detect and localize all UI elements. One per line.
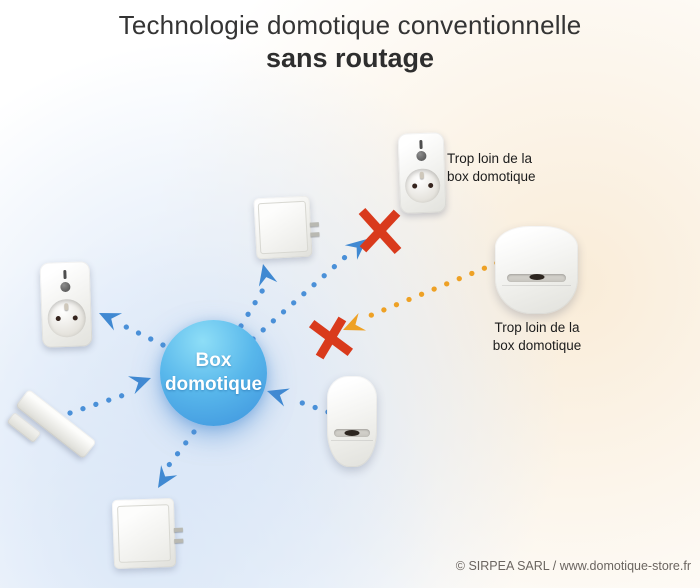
hub-label-line-2: domotique bbox=[164, 374, 263, 395]
link-hub-to-left-plug bbox=[99, 313, 166, 348]
sensor-seam bbox=[331, 439, 373, 441]
socket-hole-icon bbox=[427, 182, 433, 189]
power-indicator-icon bbox=[63, 269, 67, 279]
motion-sensor-icon bbox=[495, 226, 578, 314]
arrow-icon bbox=[343, 313, 367, 331]
blocked-cross-icon bbox=[358, 207, 402, 255]
link-door-sensor-to-hub bbox=[67, 376, 151, 416]
socket-icon bbox=[404, 167, 441, 204]
switch-plate-icon bbox=[116, 503, 172, 564]
device-door-window-sensor bbox=[0, 380, 110, 470]
blocked-cross-icon bbox=[308, 316, 354, 360]
device-upper-wall-switch bbox=[253, 195, 320, 260]
wall-switch-icon bbox=[111, 497, 184, 570]
socket-hole-icon bbox=[55, 315, 61, 321]
smart-plug-icon bbox=[39, 261, 93, 348]
motion-sensor-icon bbox=[327, 376, 377, 467]
hub-box-domotique: Box domotique bbox=[160, 320, 267, 426]
socket-hole-icon bbox=[412, 183, 418, 189]
smart-plug-icon bbox=[397, 132, 447, 214]
plug-button-icon bbox=[60, 281, 71, 292]
link-hub-to-lower-switch bbox=[158, 429, 197, 488]
warning-label-right: Trop loin de la box domotique bbox=[481, 319, 593, 355]
device-right-motion-sensor bbox=[495, 226, 578, 314]
warning-top-line-1: Trop loin de la bbox=[447, 151, 533, 166]
link-hub-to-upper-switch bbox=[238, 264, 278, 329]
title-line-1: Technologie domotique conventionnelle bbox=[118, 10, 582, 40]
arrow-icon bbox=[128, 376, 151, 395]
page-title: Technologie domotique conventionnelle sa… bbox=[0, 10, 700, 74]
link-right-sensor-blocked bbox=[308, 260, 500, 360]
arrow-icon bbox=[258, 264, 278, 287]
socket-hole-icon bbox=[72, 315, 78, 321]
connector-pin-icon bbox=[309, 221, 319, 227]
link-hub-to-top-plug-blocked bbox=[250, 207, 402, 342]
ground-pin-icon bbox=[419, 171, 425, 180]
power-indicator-icon bbox=[419, 140, 423, 150]
device-top-smart-plug bbox=[397, 132, 447, 214]
arrow-icon bbox=[158, 465, 178, 488]
link-bottom-sensor-to-hub bbox=[267, 388, 331, 415]
connector-pin-icon bbox=[173, 528, 183, 533]
title-line-2: sans routage bbox=[265, 43, 435, 73]
arrow-icon bbox=[344, 239, 367, 260]
arrow-icon bbox=[267, 388, 290, 407]
sensor-lens-icon bbox=[344, 429, 360, 436]
warning-right-line-2: box domotique bbox=[492, 338, 582, 354]
socket-icon bbox=[47, 298, 86, 338]
device-left-smart-plug bbox=[39, 261, 93, 348]
connector-pin-icon bbox=[310, 231, 320, 237]
hub-label-line-1: Box bbox=[195, 350, 232, 372]
warning-top-line-2: box domotique bbox=[447, 169, 536, 185]
sensor-lens-icon bbox=[529, 274, 544, 281]
switch-plate-icon bbox=[258, 200, 308, 255]
device-bottom-motion-sensor bbox=[327, 376, 377, 467]
warning-label-top: Trop loin de la box domotique bbox=[447, 150, 547, 186]
plug-button-icon bbox=[416, 151, 427, 162]
copyright-text: © SIRPEA SARL / www.domotique-store.fr bbox=[455, 559, 691, 573]
sensor-seam bbox=[501, 284, 572, 286]
ground-pin-icon bbox=[63, 303, 69, 311]
device-lower-wall-switch bbox=[111, 497, 184, 570]
arrow-icon bbox=[99, 313, 123, 331]
wall-switch-icon bbox=[253, 195, 320, 260]
connector-pin-icon bbox=[174, 539, 184, 544]
warning-right-line-1: Trop loin de la bbox=[494, 320, 580, 335]
